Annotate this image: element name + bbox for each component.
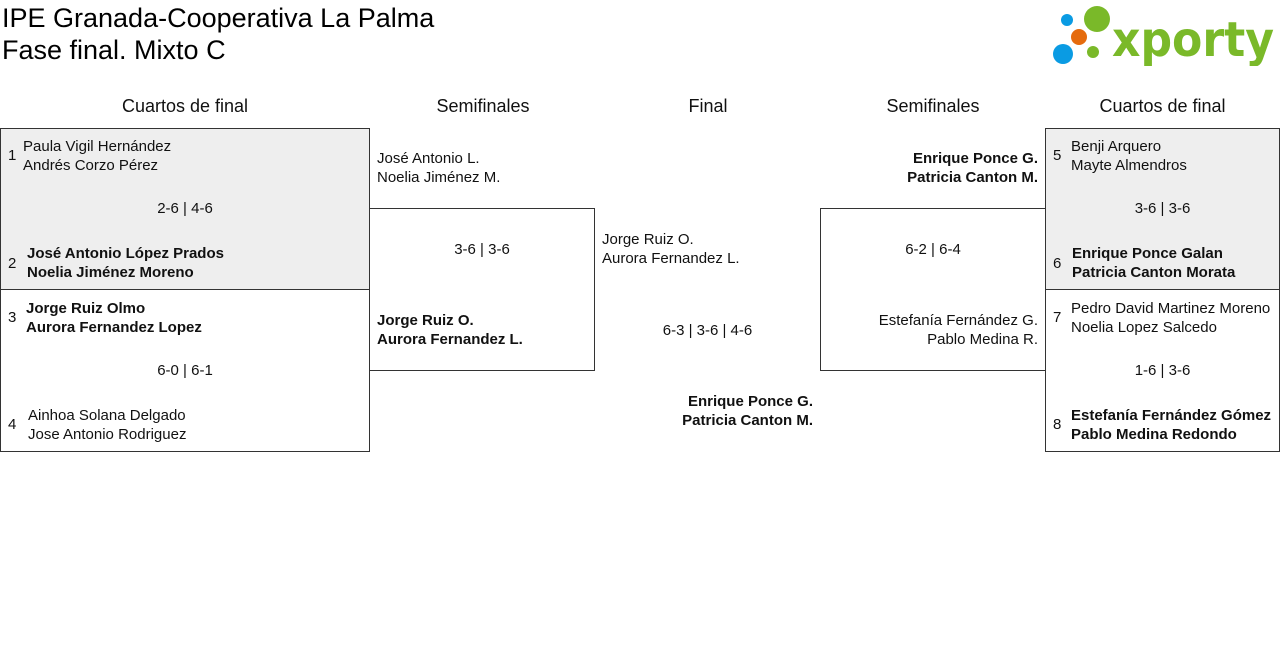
- round-header-sf-right: Semifinales: [886, 96, 980, 116]
- seed: 7: [1053, 309, 1062, 326]
- seed: 5: [1053, 147, 1062, 164]
- sf-left-team-a: José Antonio L.Noelia Jiménez M.: [377, 150, 501, 186]
- match-score: 3-6 | 3-6: [454, 241, 510, 258]
- final-team-b-winner: Enrique Ponce G.Patricia Canton M.: [682, 393, 813, 429]
- seed: 6: [1053, 255, 1062, 272]
- match-score: 2-6 | 4-6: [157, 200, 213, 217]
- final-team-a: Jorge Ruiz O.Aurora Fernandez L.: [602, 231, 740, 267]
- sf-right-team-b: Estefanía Fernández G.Pablo Medina R.: [878, 312, 1038, 348]
- page-title: IPE Granada-Cooperativa La Palma Fase fi…: [2, 2, 434, 66]
- tournament-title: IPE Granada-Cooperativa La Palma: [2, 3, 435, 33]
- seed: 1: [8, 147, 17, 164]
- seed: 8: [1053, 416, 1062, 433]
- match-score: 1-6 | 3-6: [1134, 362, 1191, 379]
- match-sf-left[interactable]: 3-6 | 3-6: [369, 208, 595, 371]
- round-header-sf-left: Semifinales: [436, 96, 530, 116]
- sf-right-team-a-winner: Enrique Ponce G.Patricia Canton M.: [907, 150, 1038, 186]
- round-header-qf-right: Cuartos de final: [1099, 96, 1226, 116]
- xporty-logo[interactable]: xporty: [1050, 4, 1276, 68]
- svg-text:xporty: xporty: [1112, 12, 1274, 66]
- phase-subtitle: Fase final. Mixto C: [2, 35, 226, 65]
- seed: 3: [8, 309, 17, 326]
- sf-left-team-b-winner: Jorge Ruiz O.Aurora Fernandez L.: [377, 312, 523, 348]
- seed: 4: [8, 416, 17, 433]
- final-score: 6-3 | 3-6 | 4-6: [662, 322, 753, 339]
- match-score: 3-6 | 3-6: [1134, 200, 1191, 217]
- seed: 2: [8, 255, 17, 272]
- round-header-final: Final: [688, 96, 728, 116]
- round-header-qf-left: Cuartos de final: [121, 96, 249, 116]
- match-score: 6-2 | 6-4: [905, 241, 961, 258]
- match-score: 6-0 | 6-1: [157, 362, 213, 379]
